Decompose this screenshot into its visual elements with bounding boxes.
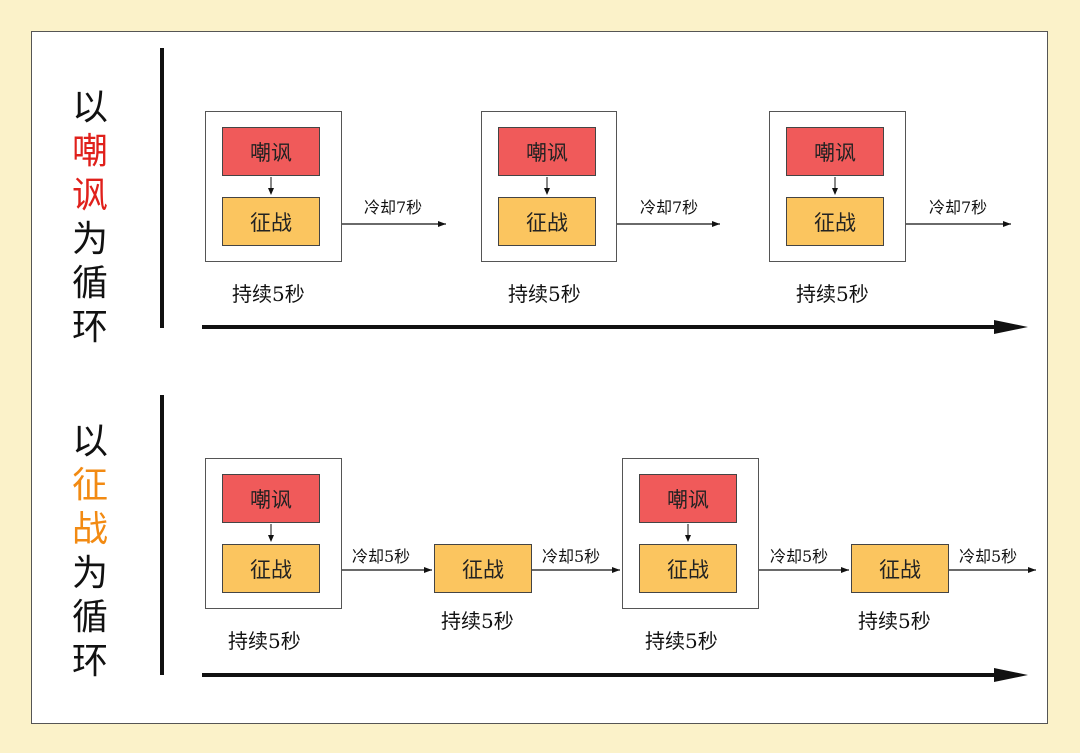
warcry-box: 征战 — [851, 544, 949, 593]
cooldown-label: 冷却7秒 — [364, 198, 423, 217]
timeline-arrow-head — [994, 320, 1028, 334]
title-char: 以 — [71, 87, 108, 128]
cooldown-label: 冷却5秒 — [352, 547, 411, 566]
cooldown-label: 冷却7秒 — [640, 198, 699, 217]
warcry-box: 征战 — [222, 197, 320, 246]
section2-divider — [160, 395, 164, 675]
title-char-highlight: 嘲 — [71, 131, 108, 172]
down-arrow-head — [544, 188, 550, 195]
section2-title: 以 征 战 为 循 环 — [70, 420, 110, 684]
duration-label: 持续5秒 — [232, 282, 305, 306]
taunt-box: 嘲讽 — [786, 127, 884, 176]
duration-label: 持续5秒 — [228, 629, 301, 653]
cooldown-label: 冷却7秒 — [929, 198, 988, 217]
cooldown-label: 冷却5秒 — [770, 547, 829, 566]
section1-divider — [160, 48, 164, 328]
title-char-highlight: 征 — [71, 465, 108, 506]
title-char-highlight: 战 — [71, 509, 108, 550]
duration-label: 持续5秒 — [858, 609, 931, 633]
down-arrow-head — [685, 535, 691, 542]
duration-label: 持续5秒 — [796, 282, 869, 306]
title-char: 循 — [71, 263, 108, 304]
duration-label: 持续5秒 — [441, 609, 514, 633]
title-char: 为 — [71, 553, 108, 594]
section1-title: 以 嘲 讽 为 循 环 — [70, 86, 110, 350]
taunt-box: 嘲讽 — [498, 127, 596, 176]
down-arrow-head — [268, 188, 274, 195]
title-char: 环 — [71, 641, 108, 682]
cooldown-label: 冷却5秒 — [959, 547, 1018, 566]
warcry-box: 征战 — [786, 197, 884, 246]
taunt-box: 嘲讽 — [639, 474, 737, 523]
duration-label: 持续5秒 — [508, 282, 581, 306]
title-char: 循 — [71, 597, 108, 638]
title-char-highlight: 讽 — [71, 175, 108, 216]
down-arrow-head — [268, 535, 274, 542]
warcry-box: 征战 — [434, 544, 532, 593]
warcry-box: 征战 — [639, 544, 737, 593]
taunt-box: 嘲讽 — [222, 474, 320, 523]
warcry-box: 征战 — [222, 544, 320, 593]
cooldown-label: 冷却5秒 — [542, 547, 601, 566]
title-char: 为 — [71, 219, 108, 260]
warcry-box: 征战 — [498, 197, 596, 246]
title-char: 以 — [71, 421, 108, 462]
duration-label: 持续5秒 — [645, 629, 718, 653]
taunt-box: 嘲讽 — [222, 127, 320, 176]
timeline-arrow-head — [994, 668, 1028, 682]
title-char: 环 — [71, 307, 108, 348]
down-arrow-head — [832, 188, 838, 195]
